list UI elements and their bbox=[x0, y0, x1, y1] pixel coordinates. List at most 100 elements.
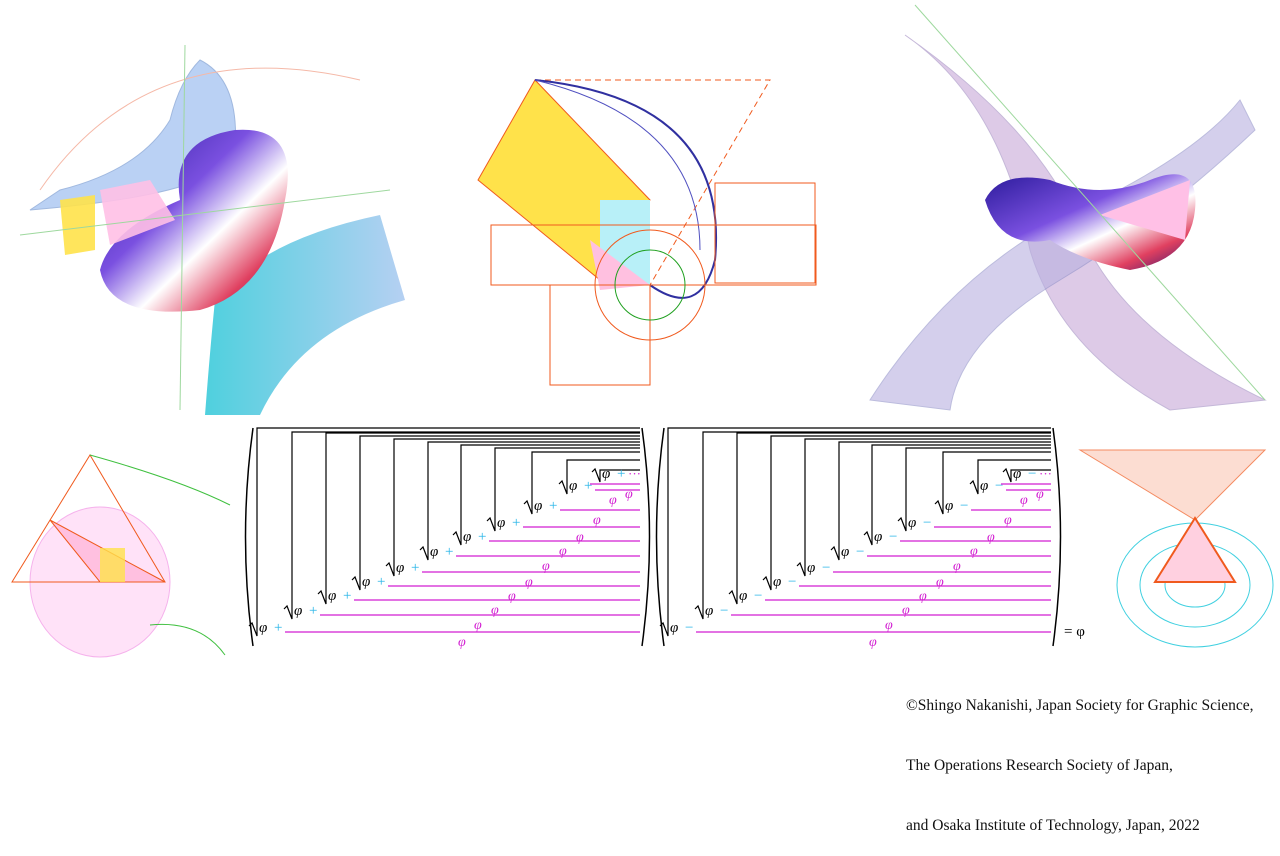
plus-formula-operator: + bbox=[309, 603, 317, 619]
minus-formula-radical-sign bbox=[1002, 467, 1051, 483]
plus-formula-phi-term: φ bbox=[497, 515, 505, 531]
plus-formula-denominator-phi: φ bbox=[559, 544, 567, 559]
plus-formula-radical-sign bbox=[452, 444, 640, 546]
minus-formula-phi-term: φ bbox=[908, 515, 916, 531]
plus-formula-left-paren bbox=[244, 427, 254, 647]
plus-formula-radical-sign bbox=[385, 438, 640, 577]
minus-formula-phi-term: φ bbox=[874, 529, 882, 545]
credit-line-3: and Osaka Institute of Technology, Japan… bbox=[906, 817, 1200, 834]
minus-formula-operator: − bbox=[754, 588, 762, 604]
plus-formula-radical-sign bbox=[248, 427, 640, 637]
minus-formula-phi-term: φ bbox=[807, 560, 815, 576]
minus-formula-radical-sign bbox=[863, 444, 1051, 546]
plus-formula-denominator-phi: φ bbox=[474, 618, 482, 633]
plus-formula-phi-term: φ bbox=[569, 478, 577, 494]
plus-formula-radical-sign bbox=[351, 435, 640, 591]
plus-formula-operator: + bbox=[274, 620, 282, 636]
minus-formula-left-paren bbox=[655, 427, 665, 647]
plus-formula-operator: + bbox=[377, 574, 385, 590]
minus-formula-phi-term: φ bbox=[773, 574, 781, 590]
minus-formula-denominator-phi: φ bbox=[953, 559, 961, 574]
plus-formula-denominator-phi: φ bbox=[458, 635, 466, 650]
minus-formula-denominator-phi: φ bbox=[970, 544, 978, 559]
minus-formula-denominator-phi: φ bbox=[936, 575, 944, 590]
plus-formula-radical-sign bbox=[558, 459, 640, 495]
minus-formula-radical-sign bbox=[728, 432, 1051, 605]
minus-formula-ellipsis: ··· bbox=[1039, 466, 1052, 481]
nested-radical-formulas: φ+φφ+φφ+φφ+φφ+φφ+φφ+φφ+φφ+φφ+φφ+···φφ−φφ… bbox=[244, 427, 1085, 650]
plus-formula-denominator-phi: φ bbox=[576, 530, 584, 545]
equals-phi: = φ bbox=[1064, 624, 1085, 640]
credit-line-2: The Operations Research Society of Japan… bbox=[906, 757, 1173, 774]
minus-formula-operator: − bbox=[923, 515, 931, 531]
plus-formula-denominator-phi: φ bbox=[593, 513, 601, 528]
plus-formula-denominator-phi: φ bbox=[491, 603, 499, 618]
plus-formula-phi-term: φ bbox=[534, 498, 542, 514]
minus-formula-radical-sign bbox=[762, 435, 1051, 591]
plus-formula-radical-sign bbox=[523, 451, 640, 515]
panel-top-right-surface bbox=[869, 4, 1267, 411]
minus-formula-operator: − bbox=[788, 574, 796, 590]
plus-formula-radical-sign bbox=[591, 467, 640, 483]
minus-formula-operator: − bbox=[1028, 466, 1036, 482]
plus-formula-radical-sign bbox=[283, 431, 640, 620]
minus-formula-operator: − bbox=[822, 560, 830, 576]
minus-formula-denominator-phi: φ bbox=[987, 530, 995, 545]
credit-line-1: ©Shingo Nakanishi, Japan Society for Gra… bbox=[906, 697, 1254, 714]
plus-formula-operator: + bbox=[411, 560, 419, 576]
minus-formula-denominator-phi: φ bbox=[885, 618, 893, 633]
minus-formula-operator: − bbox=[685, 620, 693, 636]
plus-formula-phi-term: φ bbox=[602, 466, 610, 482]
plus-formula-operator: + bbox=[478, 529, 486, 545]
plus-formula-operator: + bbox=[584, 478, 592, 494]
minus-formula-operator: − bbox=[960, 498, 968, 514]
minus-formula-phi-term: φ bbox=[670, 620, 678, 636]
plus-formula-phi-term: φ bbox=[294, 603, 302, 619]
plus-formula-radical-sign bbox=[486, 447, 640, 532]
plus-formula-ellipsis: ··· bbox=[628, 466, 641, 481]
panel-bottom-right-diagram bbox=[1078, 449, 1274, 648]
plus-formula-right-paren bbox=[641, 427, 651, 647]
plus-formula-denominator-phi: φ bbox=[625, 487, 633, 502]
plus-formula-phi-term: φ bbox=[396, 560, 404, 576]
plus-formula-operator: + bbox=[512, 515, 520, 531]
plus-formula-radical-sign bbox=[419, 441, 640, 561]
minus-formula-denominator-phi: φ bbox=[902, 603, 910, 618]
panel-bottom-left-diagram bbox=[11, 454, 231, 658]
minus-formula-operator: − bbox=[856, 544, 864, 560]
artwork-canvas: φ+φφ+φφ+φφ+φφ+φφ+φφ+φφ+φφ+φφ+φφ+···φφ−φφ… bbox=[11, 4, 1274, 658]
panel-top-left-surface bbox=[19, 44, 405, 415]
minus-formula-denominator-phi: φ bbox=[919, 589, 927, 604]
panel-top-middle-diagram bbox=[477, 79, 817, 386]
minus-formula-denominator-phi: φ bbox=[1004, 513, 1012, 528]
minus-formula-radical-sign bbox=[694, 431, 1051, 620]
minus-formula-denominator-phi: φ bbox=[1036, 487, 1044, 502]
plus-formula-phi-term: φ bbox=[328, 588, 336, 604]
plus-formula-operator: + bbox=[617, 466, 625, 482]
plus-formula-radical-sign bbox=[317, 432, 640, 605]
minus-formula-phi-term: φ bbox=[841, 544, 849, 560]
minus-formula-operator: − bbox=[995, 478, 1003, 494]
copyright-credit: ©Shingo Nakanishi, Japan Society for Gra… bbox=[906, 656, 1254, 856]
minus-formula-radical-sign bbox=[897, 447, 1051, 532]
minus-formula-phi-term: φ bbox=[705, 603, 713, 619]
plus-formula-denominator-phi: φ bbox=[609, 493, 617, 508]
minus-formula-phi-term: φ bbox=[1013, 466, 1021, 482]
minus-formula-radical-sign bbox=[830, 441, 1051, 561]
plus-formula-phi-term: φ bbox=[259, 620, 267, 636]
plus-formula-operator: + bbox=[445, 544, 453, 560]
minus-formula-radical-sign bbox=[969, 459, 1051, 495]
minus-formula-denominator-phi: φ bbox=[1020, 493, 1028, 508]
plus-formula-denominator-phi: φ bbox=[525, 575, 533, 590]
plus-formula-denominator-phi: φ bbox=[508, 589, 516, 604]
minus-formula-radical-sign bbox=[934, 451, 1051, 515]
minus-formula-radical-sign bbox=[659, 427, 1051, 637]
plus-formula-operator: + bbox=[549, 498, 557, 514]
plus-formula-phi-term: φ bbox=[430, 544, 438, 560]
minus-formula-right-paren bbox=[1052, 427, 1062, 647]
minus-formula-phi-term: φ bbox=[739, 588, 747, 604]
minus-formula-operator: − bbox=[720, 603, 728, 619]
minus-formula-phi-term: φ bbox=[980, 478, 988, 494]
minus-formula-phi-term: φ bbox=[945, 498, 953, 514]
plus-formula-denominator-phi: φ bbox=[542, 559, 550, 574]
